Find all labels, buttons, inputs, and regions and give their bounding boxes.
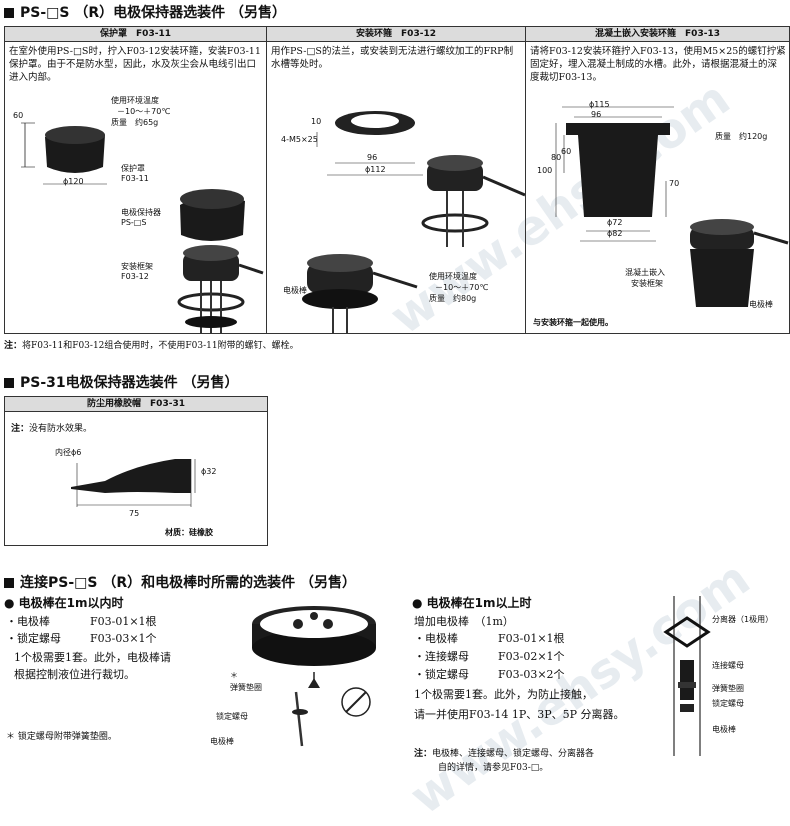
dim-32: ϕ32	[201, 467, 217, 476]
bullet-dot-icon: ●	[4, 596, 15, 610]
col2-header: 安装环箍 F03-12	[356, 29, 436, 39]
material-label: 材质：硅橡胶	[165, 528, 213, 537]
spec-temp-range: －10～＋70℃	[117, 107, 171, 116]
dim-bolt: 4-M5×25	[281, 135, 318, 144]
options-table-1: 保护罩 F03-11 在室外使用PS-□S时，拧入F03-12安装环箍，安装F0…	[4, 26, 790, 334]
assembly-nut: 锁定螺母	[216, 712, 248, 721]
bullet-dot-icon: ●	[412, 596, 423, 610]
col3-drawing	[555, 106, 789, 307]
left-line-2: 根据控制液位进行裁切。	[14, 668, 135, 681]
assembly-drawing	[252, 606, 376, 747]
dim-70: 70	[669, 179, 680, 188]
right-line-1: 1个极需要1套。此外，为防止接触，	[414, 688, 593, 701]
label-spring-washer: 弹簧垫圈	[712, 684, 744, 693]
assembly-star: ＊	[230, 671, 238, 680]
right-note: 注：电极棒、连接螺母、锁定螺母、分离器各	[414, 749, 595, 759]
spec-temp-label-2: 使用环境温度	[429, 272, 477, 281]
column-divider	[525, 27, 526, 333]
col3-text: 请将F03-12安装环箍拧入F03-13，使用M5×25的螺钉拧紧固定好，埋入混…	[530, 46, 786, 83]
dim-80: 80	[551, 153, 562, 162]
label-frame: 安装框架	[121, 262, 153, 271]
label-electrode-rod-4: 电极棒	[712, 725, 736, 734]
col1-drawing	[21, 122, 264, 333]
spec-temp-range-2: －10～＋70℃	[435, 283, 489, 292]
left-footnote: ＊ 锁定螺母附带弹簧垫圈。	[6, 732, 117, 742]
dim-112: ϕ112	[365, 165, 386, 174]
right-heading: ● 电极棒在1m以上时	[412, 596, 532, 610]
label-holder: 电极保持器	[121, 208, 161, 217]
spec-mass: 质量 约65g	[111, 118, 159, 127]
right-add: 增加电极棒 （1m）	[414, 615, 514, 628]
label-separator: 分离器（1极用）	[712, 615, 774, 624]
assembly-washer: 弹簧垫圈	[230, 683, 262, 692]
dim-75: 75	[129, 509, 140, 518]
dim-96-b: 96	[591, 110, 602, 119]
section1-title: PS-□S （R）电极保持器选装件 （另售）	[4, 2, 286, 22]
rubber-cap-drawing	[71, 459, 196, 507]
dim-inner-6: 内径ϕ6	[55, 448, 82, 457]
table-header-row	[5, 27, 789, 42]
dim-82: ϕ82	[607, 229, 623, 238]
label-embed-2: 安装框架	[631, 279, 663, 288]
dim-96: 96	[367, 153, 378, 162]
column-divider	[266, 27, 267, 333]
spec-temp-label: 使用环境温度	[111, 96, 159, 105]
options-table-2: 防尘用橡胶帽 F03-31 注：没有防水效果。 内径ϕ6 ϕ32 75 材质：硅…	[4, 396, 268, 546]
separator-drawing	[663, 596, 711, 756]
col2-drawing	[302, 111, 525, 333]
spec-mass-2: 质量 约80g	[429, 294, 477, 303]
label-embed-1: 混凝土嵌入	[625, 268, 665, 277]
section3-title: 连接PS-□S （R）和电极棒时所需的选装件 （另售）	[4, 572, 356, 592]
label-electrode-rod: 电极棒	[283, 286, 307, 295]
col1-text: 在室外使用PS-□S时，拧入F03-12安装环箍，安装F03-11保护罩。由于不…	[9, 46, 261, 83]
dim-100: 100	[537, 166, 553, 175]
label-cover: 保护罩	[121, 164, 145, 173]
label-holder-code: PS-□S	[121, 218, 147, 227]
label-lock-nut: 锁定螺母	[712, 699, 744, 708]
label-frame-code: F03-12	[121, 272, 149, 281]
col3-header: 混凝土嵌入安装环箍 F03-13	[595, 29, 720, 39]
label-electrode-rod-3: 电极棒	[749, 300, 773, 309]
section1-note: 注：将F03-11和F03-12组合使用时，不使用F03-11附带的螺钉、螺栓。	[4, 341, 299, 351]
dim-115: ϕ115	[589, 100, 610, 109]
col2-text: 用作PS-□S的法兰，或安装到无法进行螺纹加工的FRP制水槽等处时。	[271, 46, 514, 70]
label-cover-code: F03-11	[121, 174, 149, 183]
section2-title: PS-31电极保持器选装件 （另售）	[4, 372, 239, 392]
label-connect-nut: 连接螺母	[712, 661, 744, 670]
bullet-square-icon	[4, 8, 14, 18]
assembly-rod: 电极棒	[210, 737, 234, 746]
left-line-1: 1个极需要1套。此外，电极棒请	[14, 651, 171, 664]
dim-10: 10	[311, 117, 322, 126]
dim-diameter-120: ϕ120	[63, 177, 84, 186]
col1-header: 保护罩 F03-11	[100, 29, 171, 39]
right-line-2: 请一并使用F03-14 1P、3P、5P 分离器。	[414, 708, 625, 721]
dim-72: ϕ72	[607, 218, 623, 227]
section2-note: 注：没有防水效果。	[11, 424, 93, 434]
table2-header: 防尘用橡胶帽 F03-31	[5, 397, 267, 412]
bullet-square-icon	[4, 378, 14, 388]
right-note-2: 自的详情，请参见F03-□。	[438, 763, 549, 773]
dim-60: 60	[561, 147, 572, 156]
spec-mass-3: 质量 约120g	[715, 132, 768, 141]
dim-height-60: 60	[13, 111, 24, 120]
left-heading: ● 电极棒在1m以内时	[4, 596, 124, 610]
bullet-square-icon	[4, 578, 14, 588]
col3-footer: 与安装环箍一起使用。	[533, 318, 613, 327]
